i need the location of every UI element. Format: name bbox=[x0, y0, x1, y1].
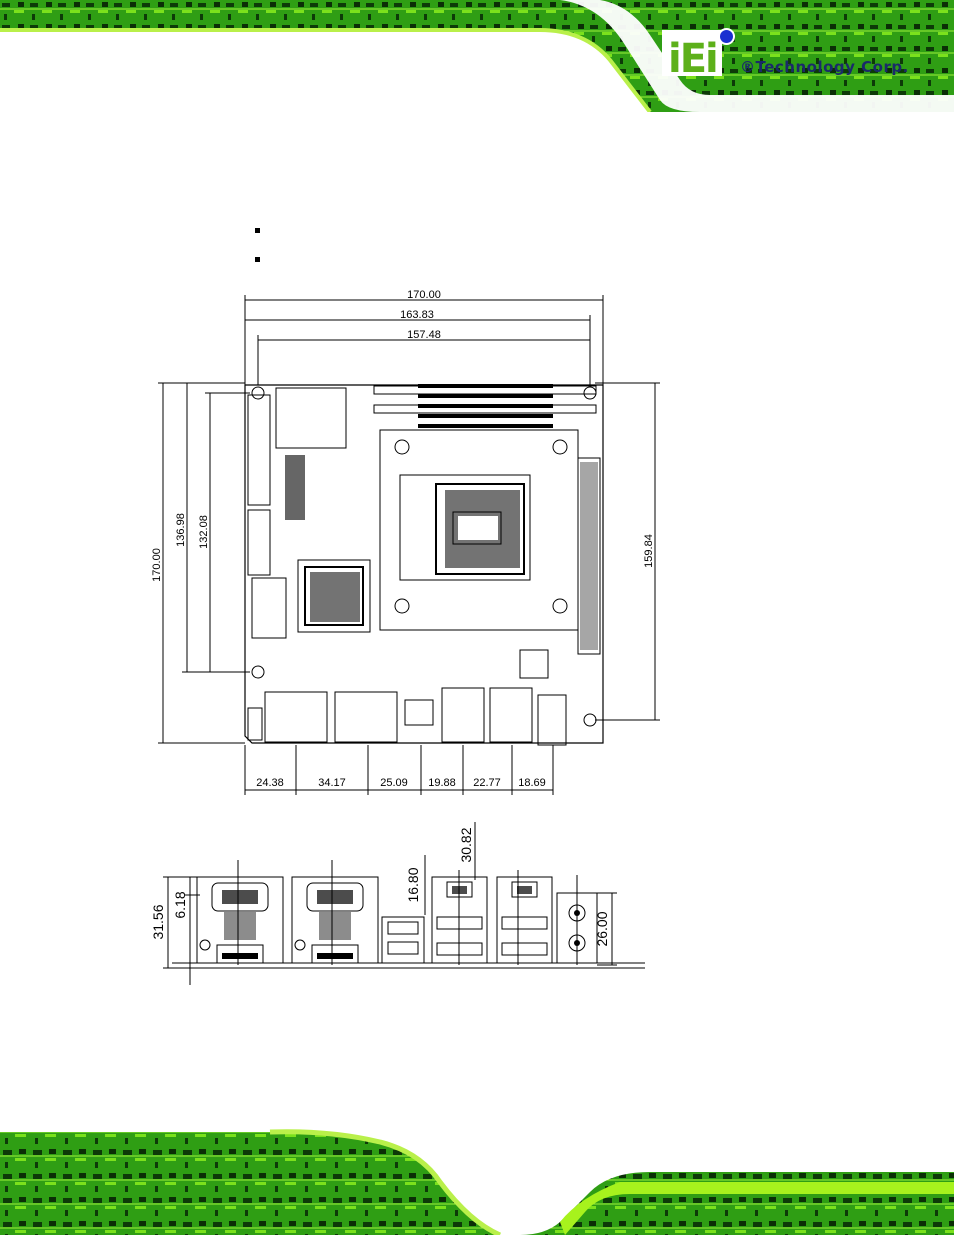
dim-bottom-1: 24.38 bbox=[256, 777, 284, 789]
bullet-marker-1 bbox=[255, 228, 260, 233]
dim-bottom-3: 25.09 bbox=[380, 777, 408, 789]
dim-height-136: 136.98 bbox=[175, 513, 187, 547]
header-banner: iEi ®Technology Corp. bbox=[0, 0, 954, 114]
footer-banner bbox=[0, 1122, 954, 1238]
dim-width-163: 163.83 bbox=[400, 309, 434, 321]
brand-tagline: ®Technology Corp. bbox=[740, 58, 909, 76]
dim-io-31-56: 31.56 bbox=[150, 904, 166, 939]
dim-io-16-80: 16.80 bbox=[405, 867, 421, 902]
circuit-board-header-graphic bbox=[0, 0, 954, 114]
dim-bottom-2: 34.17 bbox=[318, 777, 346, 789]
brand-logo: iEi bbox=[668, 36, 719, 82]
dim-height-170: 170.00 bbox=[151, 548, 163, 582]
dim-width-170: 170.00 bbox=[407, 289, 441, 301]
dim-width-157: 157.48 bbox=[407, 329, 441, 341]
bullet-marker-2 bbox=[255, 257, 260, 262]
logo-dot-icon bbox=[718, 28, 735, 45]
dim-bottom-4: 19.88 bbox=[428, 777, 456, 789]
dim-height-132: 132.08 bbox=[198, 515, 210, 549]
dim-io-30-82: 30.82 bbox=[458, 827, 474, 862]
dim-height-159: 159.84 bbox=[643, 534, 655, 568]
board-top-view-diagram: 170.00 163.83 157.48 170.00 136.98 132.0… bbox=[151, 289, 660, 795]
dim-bottom-5: 22.77 bbox=[473, 777, 501, 789]
dim-bottom-6: 18.69 bbox=[518, 777, 546, 789]
dim-io-26-00: 26.00 bbox=[594, 911, 610, 946]
io-panel-diagram: 31.56 6.18 16.80 30.82 26.00 bbox=[150, 822, 645, 985]
dim-io-6-18: 6.18 bbox=[172, 891, 188, 918]
circuit-board-footer-graphic bbox=[0, 1122, 954, 1238]
